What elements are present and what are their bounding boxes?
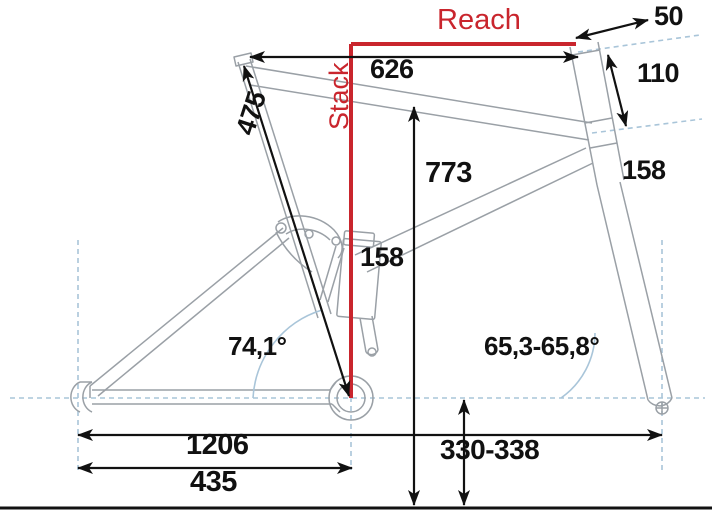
dim-110-line xyxy=(605,54,629,127)
dim-50-label: 50 xyxy=(654,1,684,31)
dim-626-label: 626 xyxy=(370,54,414,84)
dim-773-label: 773 xyxy=(425,157,472,189)
dim-1206-label: 1206 xyxy=(186,429,249,461)
reach-label: Reach xyxy=(437,4,521,36)
dim-330-338-label: 330-338 xyxy=(440,434,540,465)
dim-435-label: 435 xyxy=(190,466,237,498)
dimension-lines xyxy=(77,17,663,506)
dim-head-tube-158-label: 158 xyxy=(622,155,666,185)
dim-shock-158-label: 158 xyxy=(360,242,404,272)
dim-475-line xyxy=(242,65,351,397)
reach-stack-lines xyxy=(349,42,576,398)
dim-50-line xyxy=(575,17,649,41)
seat-angle-label: 74,1° xyxy=(228,331,287,361)
head-angle-arc xyxy=(560,332,596,399)
frame-outline xyxy=(70,41,673,421)
stack-label: Stack xyxy=(324,62,354,130)
dim-110-label: 110 xyxy=(637,58,680,88)
head-angle-label: 65,3-65,8° xyxy=(484,331,600,361)
